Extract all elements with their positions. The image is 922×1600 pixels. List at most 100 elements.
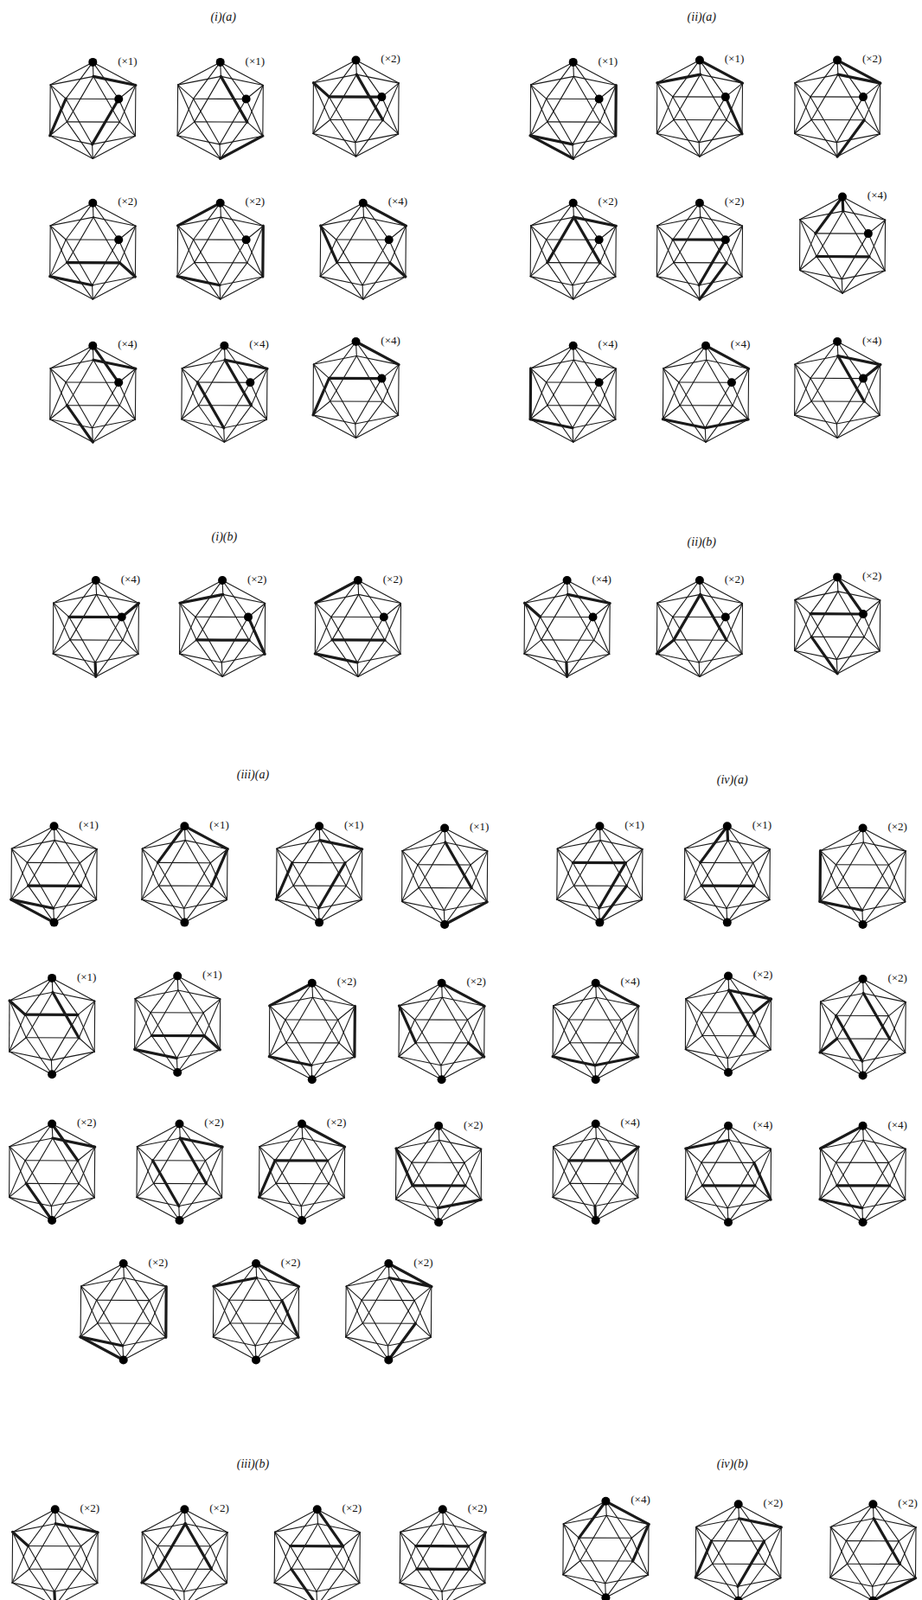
icosahedron-edge xyxy=(177,84,180,136)
icosahedron-edge xyxy=(92,262,120,300)
icosahedron-edge xyxy=(247,225,264,263)
icosahedron-edge xyxy=(765,1527,782,1565)
icosahedron-edge xyxy=(313,401,331,416)
icosahedron-edge xyxy=(78,1000,96,1038)
icosahedron-edge xyxy=(313,134,357,158)
icosahedron-edge xyxy=(727,1199,771,1209)
icosahedron-edge xyxy=(863,1139,906,1149)
icosahedron-edge xyxy=(134,368,137,420)
icosahedron-edge xyxy=(695,1527,697,1579)
vertex-dot xyxy=(858,1121,868,1131)
icosahedron-edge xyxy=(319,885,346,922)
icosahedron-edge xyxy=(557,862,574,900)
icosahedron-edge xyxy=(327,1160,345,1198)
icosahedron-edge xyxy=(530,98,546,136)
icosahedron-edge xyxy=(53,899,97,909)
icosahedron-edge xyxy=(567,653,610,677)
bold-edge xyxy=(525,602,541,617)
icosahedron-edge xyxy=(656,96,673,135)
icosahedron-edge xyxy=(864,83,881,121)
icosahedron-edge xyxy=(9,1037,27,1052)
icosahedron-edge xyxy=(819,1199,864,1223)
icosahedron-edge xyxy=(657,580,700,603)
icosahedron-edge xyxy=(399,1531,402,1583)
icosahedron-edge xyxy=(712,1563,766,1565)
icosahedron-edge xyxy=(685,825,728,849)
icosahedron-edge xyxy=(338,1019,355,1057)
vertex-dot xyxy=(245,377,255,387)
icosahedron-edge xyxy=(92,276,136,286)
vertex-dot xyxy=(601,1593,610,1600)
icosahedron-edge xyxy=(291,1568,345,1570)
icosahedron-edge xyxy=(8,1000,10,1052)
icosahedron-edge xyxy=(330,400,384,402)
icosahedron-edge xyxy=(465,1148,482,1186)
icosahedron-edge xyxy=(320,276,363,286)
icosahedron-edge xyxy=(531,225,547,240)
bold-edge xyxy=(633,1523,650,1562)
icosahedron-edge xyxy=(12,1568,30,1583)
icosahedron-edge xyxy=(552,1197,596,1206)
icosahedron-edge xyxy=(605,1575,649,1584)
icosahedron-edge xyxy=(312,1056,355,1080)
icosahedron-edge xyxy=(657,60,700,84)
multiplicity-label: (×4) xyxy=(117,338,138,350)
icosahedron-edge xyxy=(726,120,743,135)
icosahedron-edge xyxy=(726,640,743,654)
bold-edge xyxy=(437,1199,481,1209)
icosahedron-edge xyxy=(684,899,728,923)
icosahedron-edge xyxy=(530,121,548,136)
icosahedron-edge xyxy=(337,262,391,263)
icosahedron-edge xyxy=(320,262,338,277)
bold-edge xyxy=(55,1523,98,1533)
icosahedron-edge xyxy=(729,1139,772,1149)
icosahedron-edge xyxy=(441,997,485,1006)
icosahedron-edge xyxy=(530,225,532,277)
icosahedron-edge xyxy=(159,1568,186,1600)
icosahedron-edge xyxy=(179,616,197,654)
icosahedron-edge xyxy=(621,1019,639,1057)
icosahedron-edge xyxy=(212,1299,230,1338)
vertex-dot xyxy=(50,918,59,928)
icosahedron-edge xyxy=(879,83,882,135)
icosahedron-edge xyxy=(573,262,601,300)
icosahedron-edge xyxy=(685,990,730,999)
icosahedron-edge xyxy=(94,1146,97,1198)
icosahedron-edge xyxy=(915,1527,917,1579)
icosahedron-edge xyxy=(841,270,885,280)
icosahedron-edge xyxy=(50,203,93,226)
icosahedron-edge xyxy=(275,1124,302,1161)
vertex-dot xyxy=(251,1259,261,1268)
icosahedron-edge xyxy=(793,83,796,135)
bold-edge xyxy=(656,640,674,654)
vertex-dot xyxy=(377,92,386,102)
icosahedron-edge xyxy=(364,217,407,226)
icosahedron-edge xyxy=(388,1337,432,1346)
bold-edge xyxy=(291,1568,318,1600)
icosahedron-edge xyxy=(219,998,221,1051)
icosahedron-edge xyxy=(820,1139,865,1149)
icosahedron-edge xyxy=(829,1527,832,1579)
icosahedron-edge xyxy=(77,1160,95,1198)
icosahedron-edge xyxy=(741,603,743,655)
icosahedron-edge xyxy=(700,862,754,864)
icosahedron-edge xyxy=(741,225,743,277)
vertex-dot xyxy=(723,1121,733,1131)
icosahedron-edge xyxy=(363,276,406,300)
icosahedron-edge xyxy=(184,1583,228,1593)
icosahedron-edge xyxy=(179,580,223,603)
icosahedron-edge xyxy=(622,1043,639,1057)
icosahedron-edge xyxy=(181,382,198,420)
icosahedron-edge xyxy=(157,1509,185,1546)
icosahedron-edge xyxy=(363,262,391,300)
icosahedron-edge xyxy=(119,368,136,406)
icosahedron-edge xyxy=(210,863,227,901)
icosahedron-edge xyxy=(572,276,616,286)
icosahedron-edge xyxy=(219,276,263,286)
icosahedron-edge xyxy=(51,1037,79,1075)
multiplicity-label: (×2) xyxy=(245,195,266,207)
bold-edge xyxy=(529,368,533,420)
icosahedron-edge xyxy=(563,1523,579,1538)
bold-edge xyxy=(699,262,727,300)
